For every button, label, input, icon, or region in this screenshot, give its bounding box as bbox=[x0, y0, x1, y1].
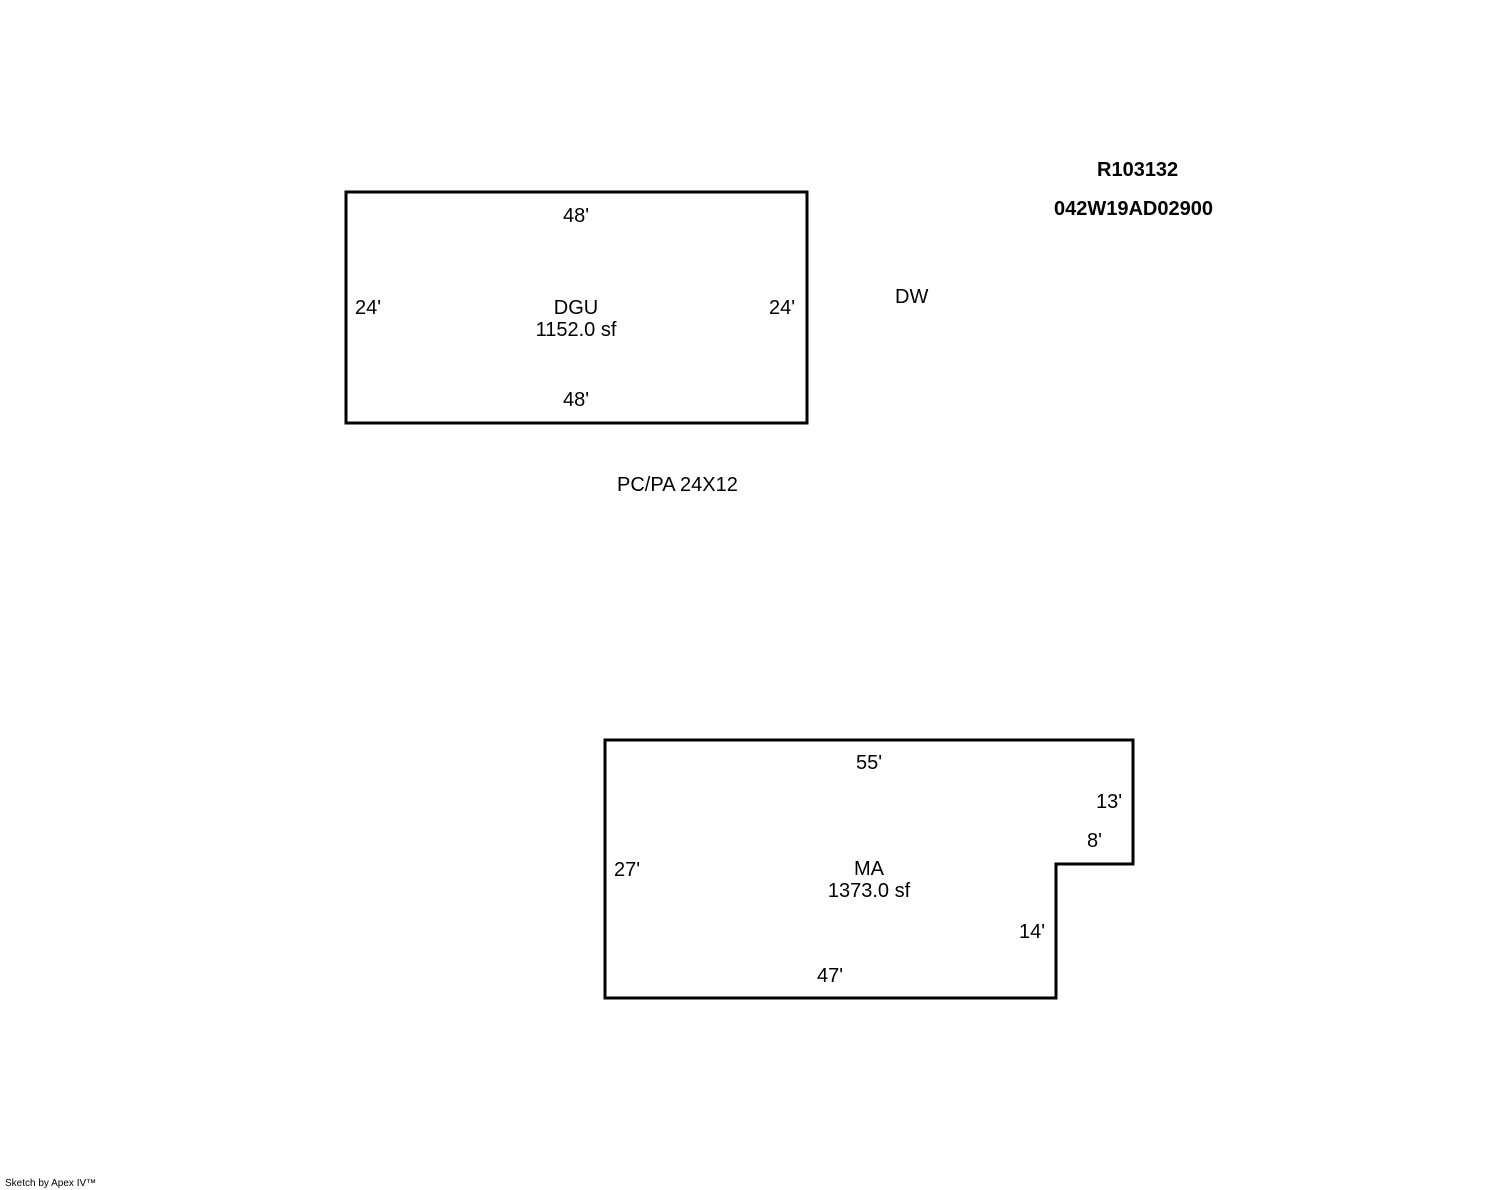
account-id: R103132 bbox=[1097, 159, 1179, 181]
ma-code: MA bbox=[854, 858, 884, 880]
dgu-right-dimension: 24' bbox=[769, 297, 796, 319]
ma-right-upper-dimension: 13' bbox=[1096, 791, 1123, 813]
ma-left-dimension: 27' bbox=[614, 859, 641, 881]
dgu-bottom-dimension: 48' bbox=[562, 389, 590, 411]
dgu-left-dimension: 24' bbox=[355, 297, 382, 319]
map-tax-lot: 042W19AD02900 bbox=[1054, 198, 1213, 220]
ma-bottom-dimension: 47' bbox=[816, 965, 844, 987]
ma-right-lower-dimension: 14' bbox=[1019, 921, 1046, 943]
ma-outline bbox=[603, 738, 1135, 1000]
dgu-area: 1152.0 sf bbox=[535, 319, 617, 341]
ma-area: 1373.0 sf bbox=[827, 880, 911, 902]
ma-notch-dimension: 8' bbox=[1087, 830, 1102, 852]
sketch-credit: Sketch by Apex IV™ bbox=[5, 1178, 97, 1189]
dw-label: DW bbox=[895, 286, 929, 308]
dgu-top-dimension: 48' bbox=[562, 205, 590, 227]
ma-top-dimension: 55' bbox=[855, 752, 883, 774]
dgu-outline bbox=[344, 190, 809, 425]
dgu-code: DGU bbox=[553, 297, 599, 319]
pcpa-label: PC/PA 24X12 bbox=[617, 474, 738, 496]
